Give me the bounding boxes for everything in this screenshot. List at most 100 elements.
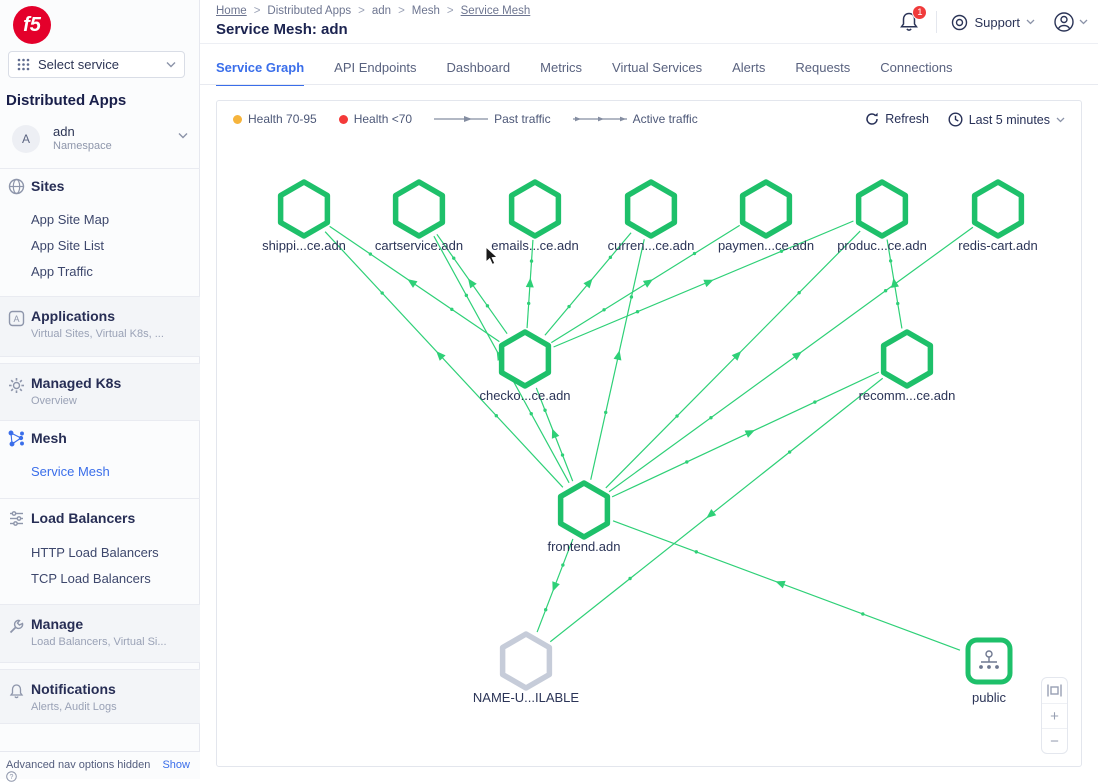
sidebar-item-http-load-balancers[interactable]: HTTP Load Balancers	[31, 545, 159, 560]
sidebar-group-label: Mesh	[31, 430, 67, 446]
sidebar-group-subtitle: Load Balancers, Virtual Si...	[31, 636, 167, 648]
breadcrumb-separator: >	[398, 5, 405, 17]
header-actions: 1 Support	[898, 5, 1088, 37]
edge-frontend-unavailable	[536, 538, 574, 633]
notification-badge: 1	[912, 5, 928, 20]
show-advanced-nav-link[interactable]: Show	[162, 759, 190, 771]
edge-frontend-redis	[608, 226, 974, 493]
select-service-dropdown[interactable]: Select service	[8, 51, 185, 78]
node-unavailable[interactable]: NAME-U...ILABLE	[473, 631, 580, 705]
support-icon	[952, 14, 968, 30]
node-payment[interactable]: paymen...ce.adn	[718, 179, 814, 253]
user-icon	[1054, 12, 1074, 32]
tab-api-endpoints[interactable]: API Endpoints	[334, 60, 417, 75]
chevron-down-icon	[1026, 19, 1035, 25]
refresh-button[interactable]: Refresh	[865, 112, 929, 126]
sidebar-item-app-site-map[interactable]: App Site Map	[31, 212, 110, 227]
tab-metrics[interactable]: Metrics	[540, 60, 583, 75]
sidebar-item-service-mesh[interactable]: Service Mesh	[31, 464, 110, 479]
namespace-name: adn	[53, 124, 75, 139]
support-label: Support	[974, 14, 1020, 30]
edge-checkout-payment	[551, 224, 740, 344]
breadcrumb-separator: >	[253, 5, 261, 17]
sidebar-group-manage[interactable]: Manage Load Balancers, Virtual Si...	[0, 604, 200, 663]
sidebar-group-applications[interactable]: A Applications Virtual Sites, Virtual K8…	[0, 296, 200, 357]
sidebar-item-app-traffic[interactable]: App Traffic	[31, 264, 93, 279]
sidebar-group-mesh[interactable]: Mesh	[0, 428, 200, 452]
globe-icon	[8, 178, 25, 195]
node-label: redis-cart.adn	[958, 238, 1037, 253]
node-label: recomm...ce.adn	[859, 388, 956, 403]
breadcrumb: Home > Distributed Apps > adn > Mesh > S…	[216, 5, 530, 17]
sidebar-group-sites[interactable]: Sites	[0, 176, 200, 200]
sidebar-group-subtitle: Overview	[31, 395, 77, 407]
edge-frontend-checkout	[535, 387, 574, 482]
breadcrumb-home[interactable]: Home	[216, 5, 247, 17]
breadcrumb-adn[interactable]: adn	[371, 5, 392, 17]
node-label: produc...ce.adn	[837, 238, 927, 253]
account-menu[interactable]	[1053, 11, 1088, 33]
sidebar-group-subtitle: Virtual Sites, Virtual K8s, ...	[31, 328, 164, 340]
refresh-label: Refresh	[885, 112, 929, 126]
edge-frontend-shipping	[324, 231, 564, 488]
node-redis[interactable]: redis-cart.adn	[958, 179, 1038, 253]
sidebar-group-notifications[interactable]: Notifications Alerts, Audit Logs	[0, 669, 200, 724]
edge-checkout-product	[553, 220, 854, 348]
sidebar-item-tcp-load-balancers[interactable]: TCP Load Balancers	[31, 571, 151, 586]
tab-requests[interactable]: Requests	[795, 60, 851, 75]
sidebar-item-app-site-list[interactable]: App Site List	[31, 238, 104, 253]
tab-connections[interactable]: Connections	[880, 60, 953, 75]
sidebar-group-label: Notifications	[31, 681, 116, 697]
notifications-button[interactable]: 1	[898, 5, 928, 34]
time-range-label: Last 5 minutes	[968, 112, 1050, 127]
node-shipping[interactable]: shippi...ce.adn	[262, 179, 346, 253]
page-title: Service Mesh: adn	[216, 21, 348, 38]
tab-virtual-services[interactable]: Virtual Services	[612, 60, 703, 75]
tab-dashboard[interactable]: Dashboard	[446, 60, 511, 75]
sidebar-group-label: Manage	[31, 616, 84, 632]
sidebar-group-load-balancers[interactable]: Load Balancers	[0, 508, 200, 532]
svg-text:?: ?	[10, 774, 14, 781]
advanced-nav-label: Advanced nav options hidden	[6, 759, 151, 771]
applications-icon: A	[8, 310, 25, 327]
node-public[interactable]: public	[965, 637, 1013, 705]
grid-icon	[17, 58, 30, 71]
select-service-label: Select service	[38, 57, 119, 72]
service-graph-svg: shippi...ce.adn cartservice.adn emails...c…	[262, 179, 1038, 705]
edge-checkout-currency	[544, 232, 632, 336]
bell-icon	[9, 684, 24, 699]
service-graph-panel: Health 70-95 Health <70 Past traffic Act…	[216, 100, 1082, 767]
fit-icon	[1047, 684, 1062, 697]
fit-to-screen-button[interactable]	[1042, 678, 1067, 703]
zoom-controls: + −	[1041, 677, 1068, 754]
node-cart[interactable]: cartservice.adn	[375, 179, 463, 253]
breadcrumb-mesh[interactable]: Mesh	[411, 5, 440, 17]
edge-frontend-recommendation	[611, 371, 880, 498]
sidebar-heading: Distributed Apps	[6, 92, 127, 109]
node-email[interactable]: emails...ce.adn	[491, 179, 579, 253]
sidebar-group-subtitle: Alerts, Audit Logs	[31, 701, 117, 713]
time-range-dropdown[interactable]: Last 5 minutes	[948, 112, 1065, 127]
node-checkout[interactable]: checko...ce.adn	[479, 329, 571, 403]
tab-alerts[interactable]: Alerts	[732, 60, 766, 75]
node-label: cartservice.adn	[375, 238, 463, 253]
breadcrumb-distributed-apps[interactable]: Distributed Apps	[267, 5, 352, 17]
breadcrumb-separator: >	[446, 5, 454, 17]
zoom-out-button[interactable]: −	[1042, 728, 1067, 753]
node-label: shippi...ce.adn	[262, 238, 346, 253]
chevron-down-icon	[1079, 19, 1088, 25]
node-currency[interactable]: curren...ce.adn	[608, 179, 695, 253]
zoom-in-button[interactable]: +	[1042, 703, 1067, 728]
node-product[interactable]: produc...ce.adn	[837, 179, 927, 253]
node-frontend[interactable]: frontend.adn	[547, 480, 621, 554]
node-recommendation[interactable]: recomm...ce.adn	[859, 329, 956, 403]
namespace-selector[interactable]: A adn Namespace	[0, 119, 200, 161]
sidebar-group-label: Applications	[31, 308, 116, 324]
namespace-type: Namespace	[53, 140, 112, 152]
support-menu[interactable]: Support	[951, 14, 1035, 31]
sidebar-group-managed-k8s[interactable]: Managed K8s Overview	[0, 363, 200, 421]
edge-frontend-product	[605, 230, 861, 489]
tab-service-graph[interactable]: Service Graph	[216, 60, 305, 86]
network-hierarchy-icon	[979, 650, 999, 669]
breadcrumb-service-mesh[interactable]: Service Mesh	[460, 5, 531, 17]
